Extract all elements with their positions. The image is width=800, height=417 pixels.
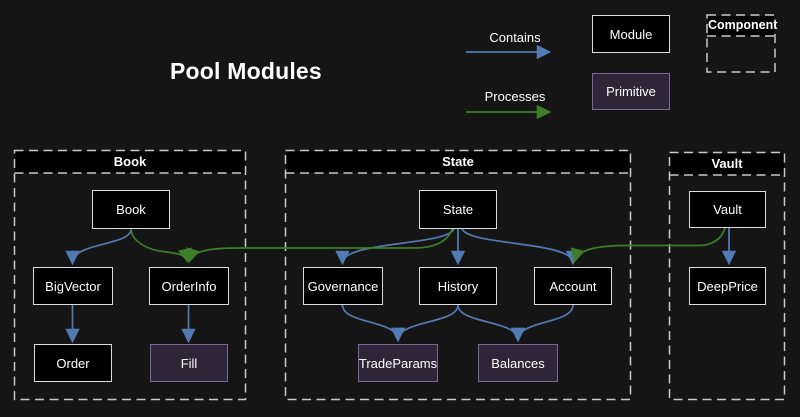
node-vault: Vault xyxy=(689,191,766,228)
container-vault xyxy=(668,151,786,401)
node-order-label: Order xyxy=(56,355,90,371)
node-deepprice: DeepPrice xyxy=(689,267,766,305)
edge-state-account xyxy=(461,228,581,266)
edge-history-tradeparams xyxy=(390,304,459,343)
node-book-label: Book xyxy=(116,202,146,217)
node-orderinfo-label: OrderInfo xyxy=(161,278,217,294)
edge-history-balances xyxy=(457,304,526,343)
edge-vault-account xyxy=(570,227,726,264)
node-history-label: History xyxy=(437,278,479,294)
legend-component-box xyxy=(706,14,776,73)
node-bigvector: BigVector xyxy=(33,267,113,305)
edge-account-balances xyxy=(510,304,574,343)
legend-contains-label: Contains xyxy=(489,30,541,45)
node-account-label: Account xyxy=(549,278,597,294)
node-order: Order xyxy=(34,344,112,382)
container-book xyxy=(13,149,247,401)
node-governance-label: Governance xyxy=(307,278,379,294)
edge-book-orderinfo xyxy=(130,228,192,264)
node-balances: Balances xyxy=(478,344,558,382)
node-governance: Governance xyxy=(303,267,383,305)
node-book: Book xyxy=(92,190,170,229)
node-deepprice-label: DeepPrice xyxy=(697,278,758,294)
node-vault-label: Vault xyxy=(713,202,742,217)
node-orderinfo: OrderInfo xyxy=(149,267,229,305)
edge-state-governance xyxy=(335,228,455,266)
container-state xyxy=(284,149,632,401)
legend-primitive-box: Primitive xyxy=(592,73,670,110)
legend-module-box: Module xyxy=(592,15,670,53)
legend-component-label: Component xyxy=(708,18,778,32)
node-account: Account xyxy=(534,267,612,305)
node-state: State xyxy=(419,190,497,229)
page-title: Pool Modules xyxy=(170,58,322,84)
edge-state-orderinfo xyxy=(186,228,453,264)
legend-primitive-label: Primitive xyxy=(606,84,656,99)
node-bigvector-label: BigVector xyxy=(45,278,101,294)
container-title-book: Book xyxy=(113,154,147,169)
node-fill-label: Fill xyxy=(180,355,198,371)
edge-governance-tradeparams xyxy=(341,304,406,343)
node-fill: Fill xyxy=(150,344,228,382)
edge-book-bigvector xyxy=(65,228,132,266)
container-title-state: State xyxy=(442,154,474,169)
container-title-vault: Vault xyxy=(711,156,743,171)
node-state-label: State xyxy=(442,202,474,217)
edges-contains xyxy=(65,44,737,344)
node-history: History xyxy=(419,267,497,305)
edges-processes xyxy=(130,104,726,264)
node-tradeparams-label: TradeParams xyxy=(358,355,438,371)
node-tradeparams: TradeParams xyxy=(358,344,438,382)
legend-processes-label: Processes xyxy=(484,89,546,104)
node-balances-label: Balances xyxy=(491,355,545,371)
legend-module-label: Module xyxy=(609,26,653,42)
